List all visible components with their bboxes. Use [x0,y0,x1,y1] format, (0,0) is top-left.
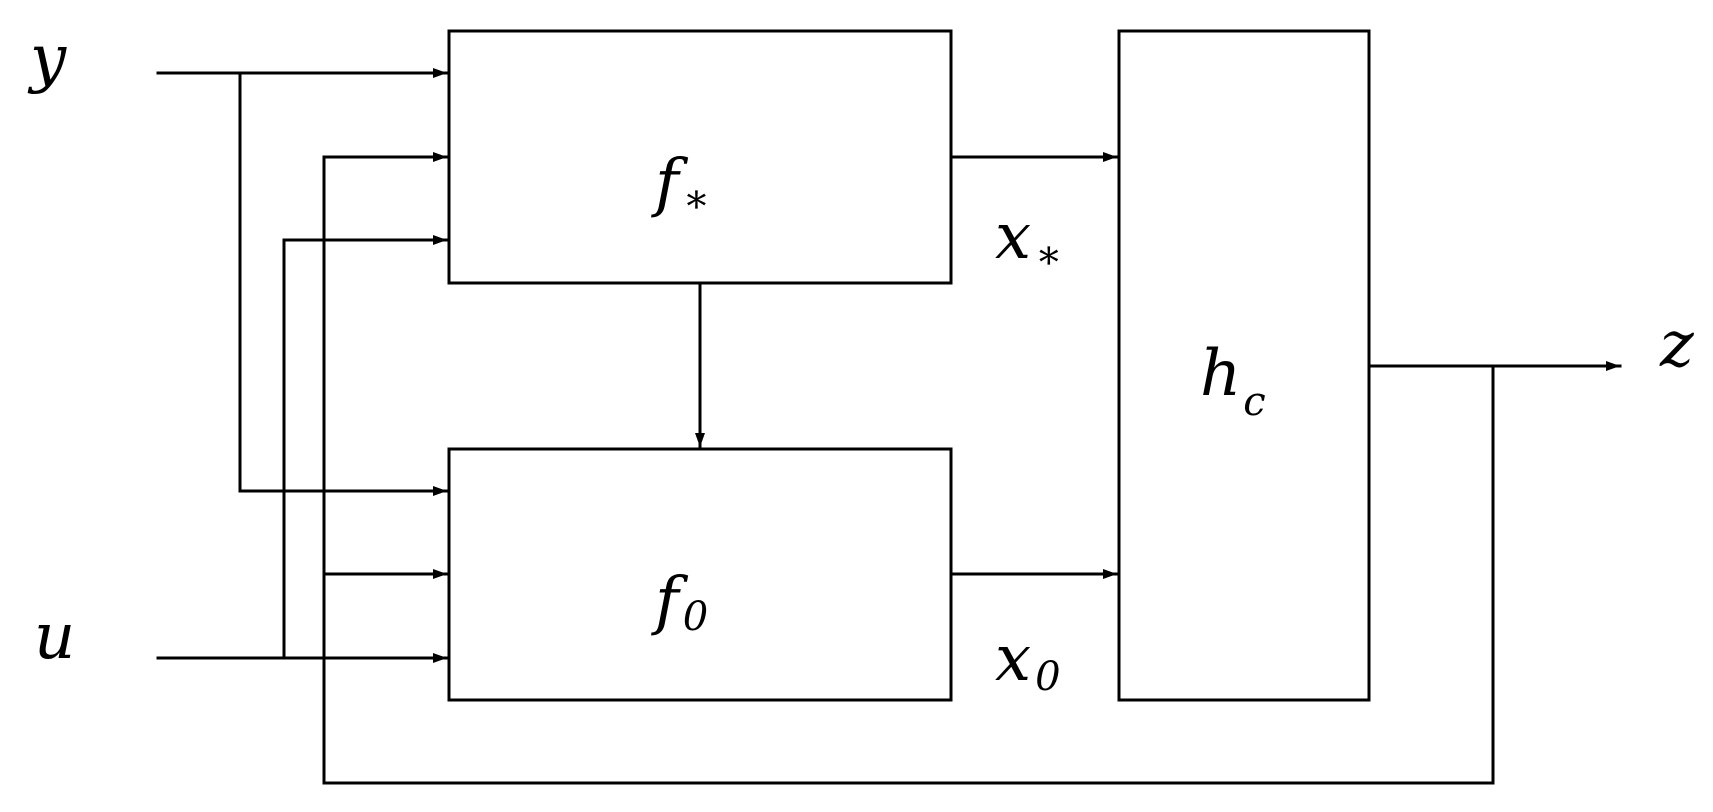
label-u: u [34,600,75,674]
block-f-0 [447,447,953,702]
label-x-star-base: x [995,200,1031,274]
label-x-0-base: x [995,622,1031,696]
block-f-star [447,29,953,285]
label-f-0-sub: 0 [683,594,708,640]
label-h-c: hc [1200,337,1266,425]
wire-feedback-loop [322,155,1495,785]
label-h-c-base: h [1200,337,1241,411]
label-h-c-sub: c [1243,379,1265,425]
label-y: y [27,22,67,96]
block-h-c [1117,29,1371,702]
label-f-star-sub: ∗ [683,176,710,222]
label-x-0-sub: 0 [1035,654,1060,700]
label-z: z [1659,308,1695,382]
label-f-star: f∗ [651,146,710,222]
label-x-star-sub: ∗ [1035,232,1062,278]
label-x-star: x∗ [995,200,1062,278]
